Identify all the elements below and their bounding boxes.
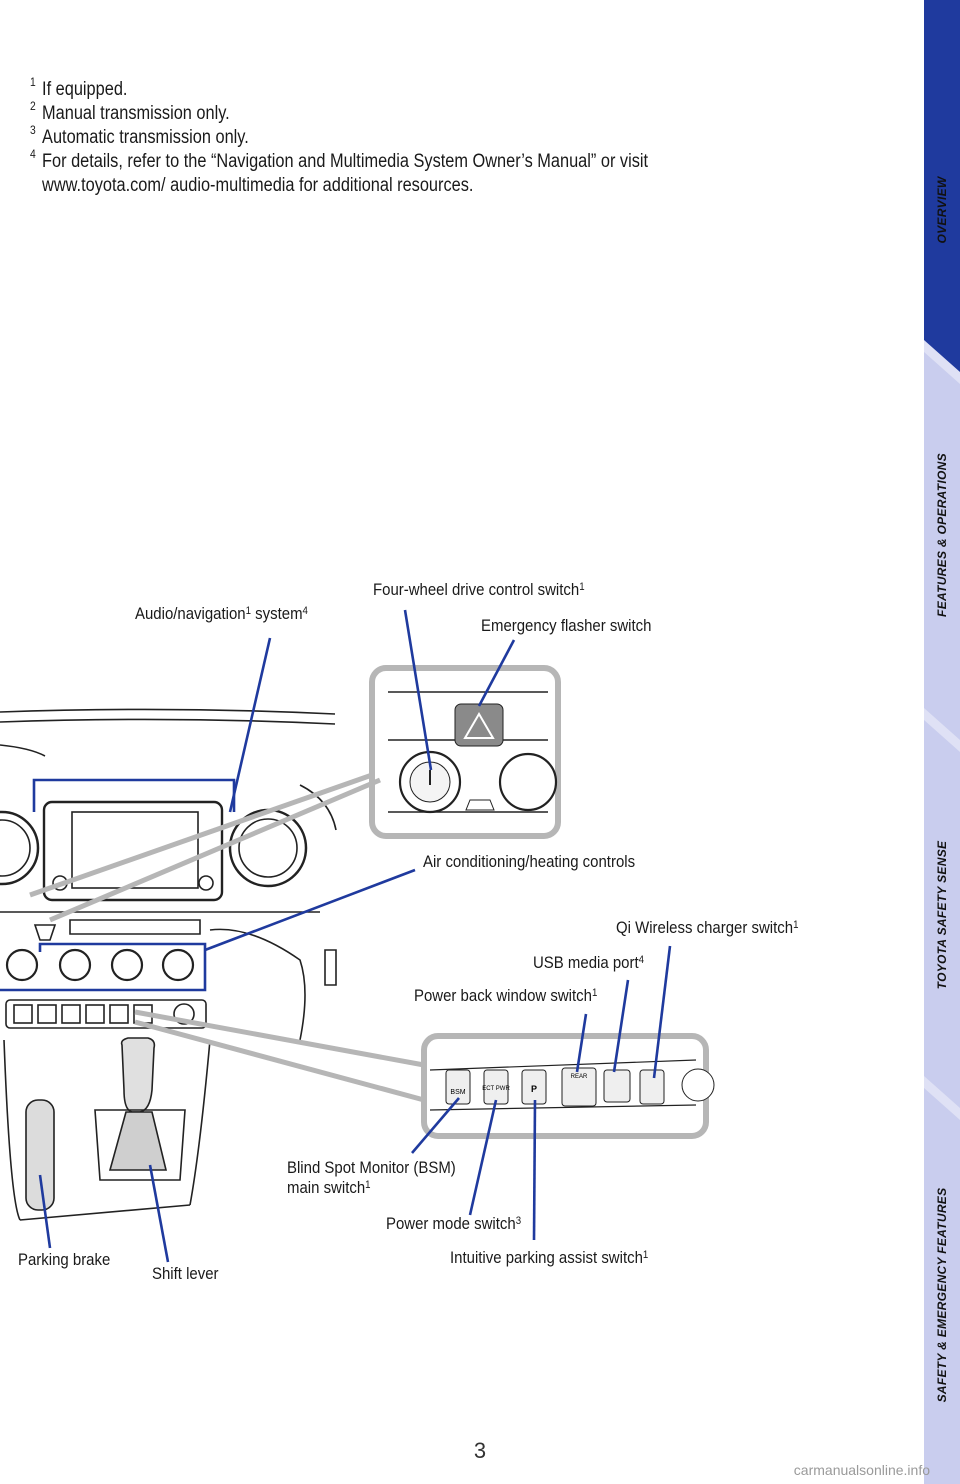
tab-overview[interactable]: OVERVIEW (935, 176, 949, 244)
callout-four-wheel-drive: Four-wheel drive control switch1 (373, 580, 585, 599)
inset-connectors (29, 772, 425, 1103)
callout-emergency-flasher: Emergency flasher switch (481, 616, 652, 635)
callout-audio-navigation: Audio/navigation1 system4 (135, 604, 308, 623)
callout-power-back-window: Power back window switch1 (414, 986, 598, 1005)
section-sidebar: OVERVIEW FEATURES & OPERATIONS TOYOTA SA… (924, 0, 960, 1484)
inset-switch-panel: BSM ECT PWR P REAR (421, 1033, 715, 1139)
p-switch-label: P (531, 1084, 537, 1094)
dashboard-illustration: BSM ECT PWR P REAR (0, 609, 715, 1263)
callout-bsm: Blind Spot Monitor (BSM) main switch1 (287, 1158, 456, 1197)
callout-shift-lever: Shift lever (152, 1264, 219, 1283)
callout-power-mode: Power mode switch3 (386, 1214, 522, 1233)
rear-switch-label: REAR (571, 1074, 588, 1080)
tab-features-operations[interactable]: FEATURES & OPERATIONS (935, 453, 949, 617)
tab-toyota-safety-sense[interactable]: TOYOTA SAFETY SENSE (935, 840, 949, 990)
callout-parking-brake: Parking brake (18, 1250, 111, 1269)
callout-qi-wireless: Qi Wireless charger switch1 (616, 918, 799, 937)
dashboard-drawing (0, 708, 337, 1221)
bsm-switch-label: BSM (450, 1089, 465, 1096)
page-number: 3 (473, 1438, 487, 1463)
callout-parking-assist: Intuitive parking assist switch1 (450, 1248, 649, 1267)
sidebar-tabs-shape (924, 0, 960, 1484)
watermark: carmanualsonline.info (793, 1462, 930, 1478)
callout-usb-port: USB media port4 (533, 953, 644, 972)
tab-safety-emergency[interactable]: SAFETY & EMERGENCY FEATURES (935, 1187, 949, 1403)
callout-air-conditioning: Air conditioning/heating controls (423, 852, 636, 871)
callout-lines (38, 609, 672, 1263)
ect-switch-label: ECT PWR (482, 1086, 510, 1092)
inset-hazard-4wd (369, 665, 561, 839)
